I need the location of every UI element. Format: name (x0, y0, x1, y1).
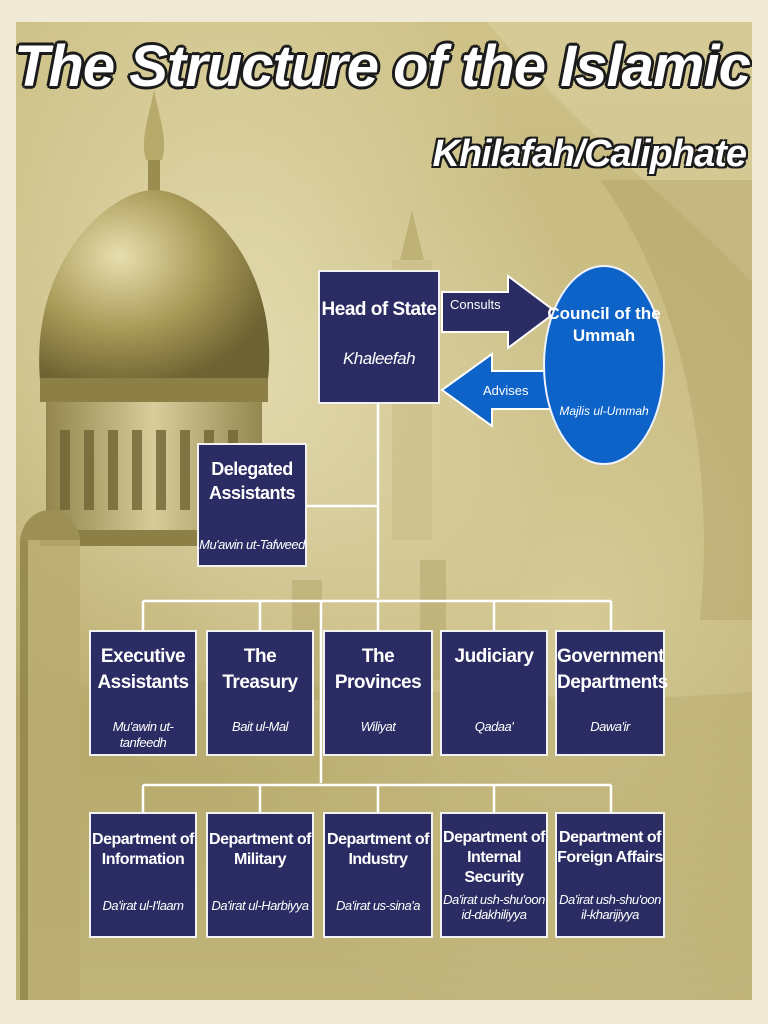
page-subtitle: Khilafah/Caliphate (432, 133, 747, 175)
executive-assistants-name: Executive Assistants (97, 646, 189, 693)
consults-label: Consults (450, 297, 501, 312)
head-of-state-name: Head of State (321, 299, 437, 320)
advises-label: Advises (483, 383, 529, 398)
dept-military-name: Department of Military (209, 831, 311, 868)
dept-internal-security-name: Department of Internal Security (443, 829, 545, 886)
dept-military-box: Department of Military Da'irat ul-Harbiy… (206, 812, 314, 938)
head-of-state-sub: Khaleefah (342, 349, 416, 368)
dept-foreign-affairs-sub: Da'irat ush-shu'oon il-kharijiyya (559, 892, 661, 922)
treasury-box: The Treasury Bait ul-Mal (206, 630, 314, 756)
judiciary-box: Judiciary Qadaa' (440, 630, 548, 756)
dept-industry-sub: Da'irat us-sina'a (336, 898, 420, 913)
dept-information-box: Department of Information Da'irat ul-I'l… (89, 812, 197, 938)
head-of-state-box: Head of State Khaleefah (318, 270, 440, 404)
delegated-assistants-name: Delegated Assistants (208, 459, 296, 503)
delegated-assistants-box: Delegated Assistants Mu'awin ut-Tafweed (197, 443, 307, 567)
executive-assistants-sub: Mu'awin ut-tanfeedh (112, 719, 174, 750)
page-title: The Structure of the Islamic State (14, 34, 768, 99)
government-departments-sub: Dawa'ir (590, 719, 630, 734)
council-of-ummah-circle: Council of the Ummah Majlis ul-Ummah (543, 265, 665, 465)
consults-arrow (441, 274, 558, 350)
dept-foreign-affairs-box: Department of Foreign Affairs Da'irat us… (555, 812, 665, 938)
dept-industry-name: Department of Industry (327, 831, 429, 868)
dept-information-sub: Da'irat ul-I'laam (102, 898, 185, 913)
provinces-box: The Provinces Wiliyat (323, 630, 433, 756)
judiciary-sub: Qadaa' (474, 719, 514, 734)
dept-industry-box: Department of Industry Da'irat us-sina'a (323, 812, 433, 938)
provinces-sub: Wiliyat (360, 719, 396, 734)
dept-military-sub: Da'irat ul-Harbiyya (211, 898, 309, 913)
dept-internal-security-sub: Da'irat ush-shu'oon id-dakhiliyya (443, 892, 545, 922)
advises-arrow (440, 352, 557, 428)
judiciary-name: Judiciary (454, 646, 534, 667)
delegated-assistants-sub: Mu'awin ut-Tafweed (199, 537, 305, 552)
treasury-sub: Bait ul-Mal (232, 719, 288, 734)
executive-assistants-box: Executive Assistants Mu'awin ut-tanfeedh (89, 630, 197, 756)
treasury-name: The Treasury (222, 646, 298, 693)
government-departments-box: Government Departments Dawa'ir (555, 630, 668, 756)
council-name: Council of the Ummah (547, 304, 661, 345)
provinces-name: The Provinces (334, 646, 422, 693)
government-departments-name: Government Departments (557, 646, 668, 693)
dept-internal-security-box: Department of Internal Security Da'irat … (440, 812, 548, 938)
dept-foreign-affairs-name: Department of Foreign Affairs (557, 829, 663, 866)
council-sub: Majlis ul-Ummah (559, 404, 649, 418)
dept-information-name: Department of Information (92, 831, 194, 868)
